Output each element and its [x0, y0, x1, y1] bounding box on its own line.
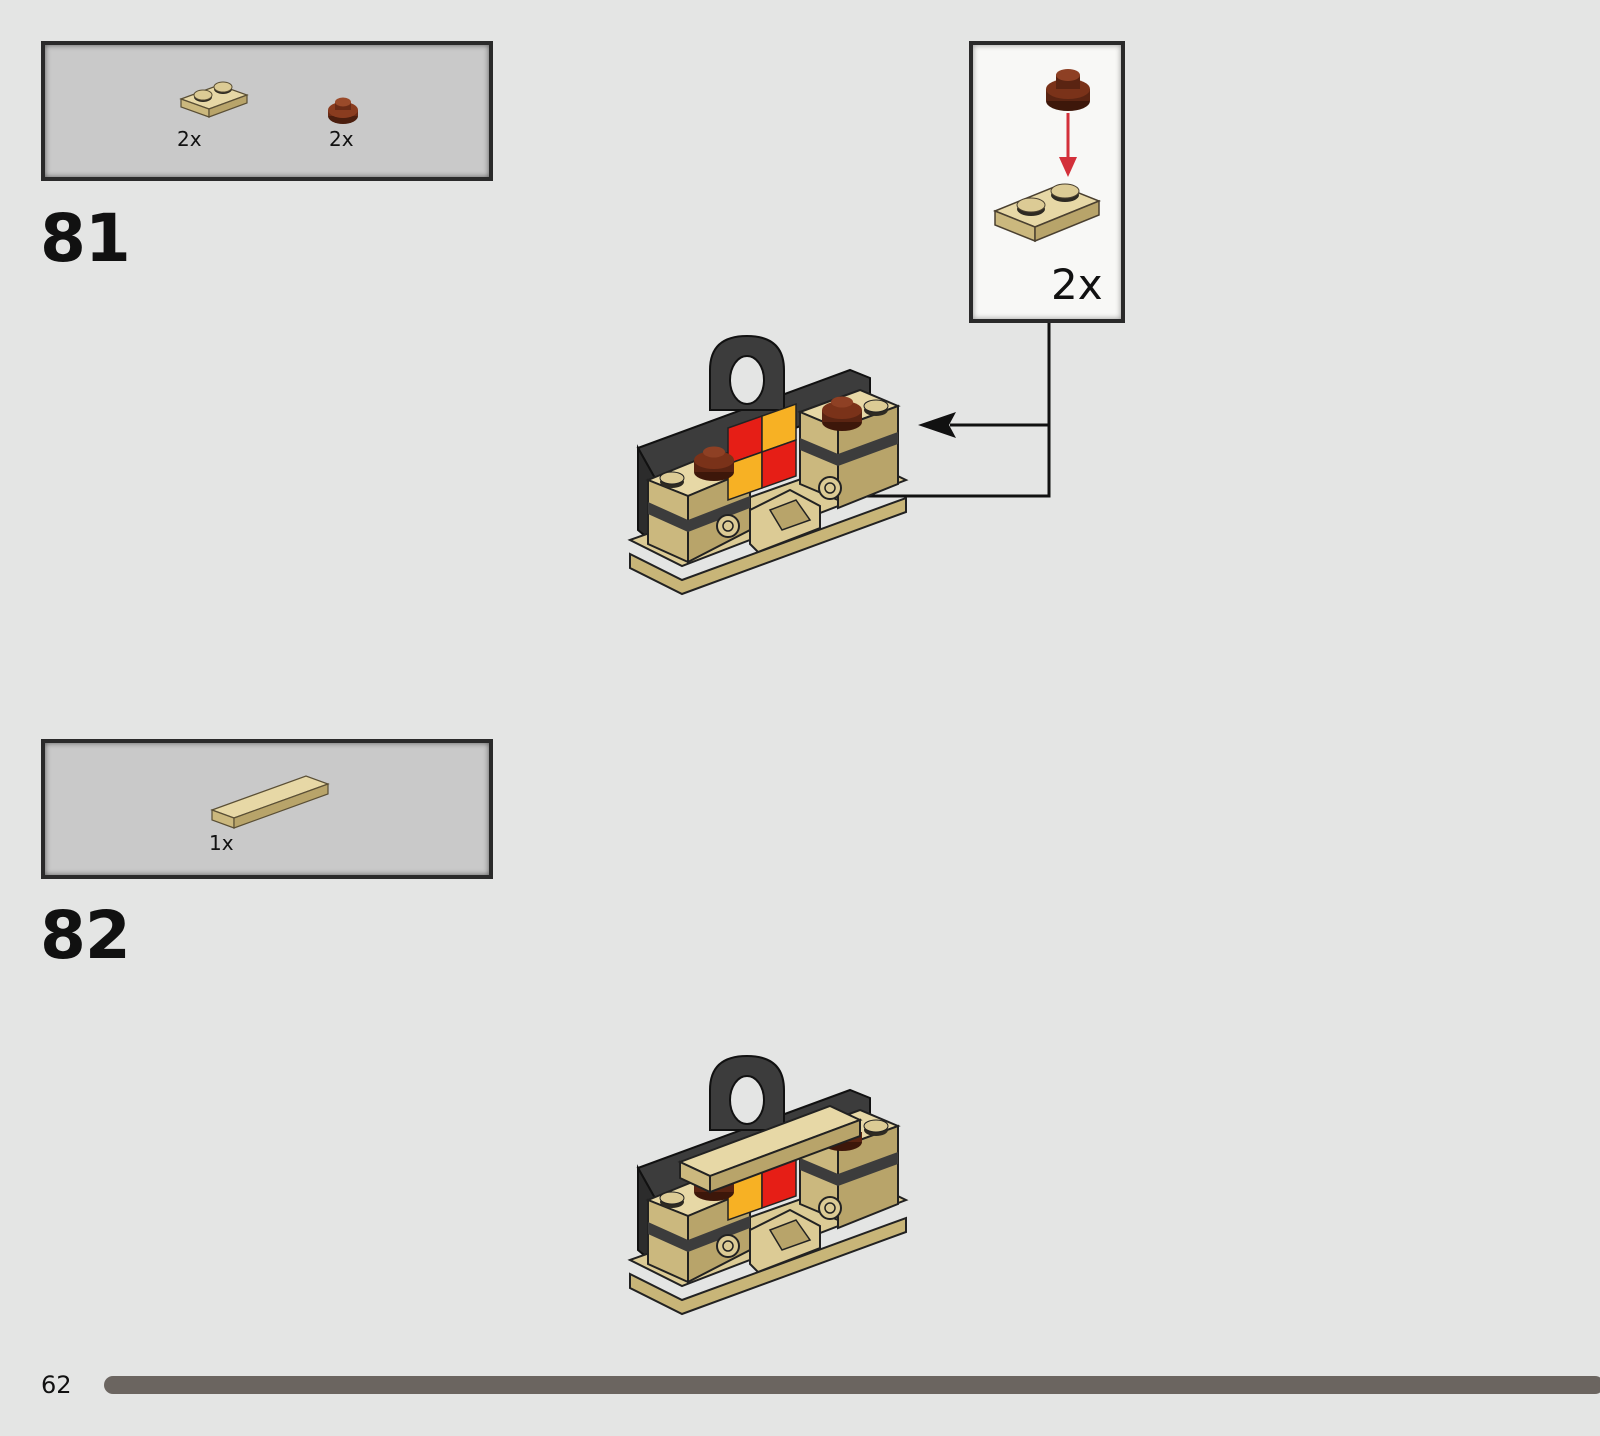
tan-tile-1x4-icon	[210, 770, 330, 836]
step-82-model-illustration	[620, 1050, 920, 1330]
step-81-model-illustration	[620, 330, 920, 610]
step-82-parts-list: 1x	[41, 739, 493, 879]
part-qty: 1x	[209, 831, 234, 855]
page-progress-bar	[104, 1376, 1600, 1394]
page-number: 62	[41, 1371, 72, 1399]
step-number: 82	[40, 903, 130, 969]
